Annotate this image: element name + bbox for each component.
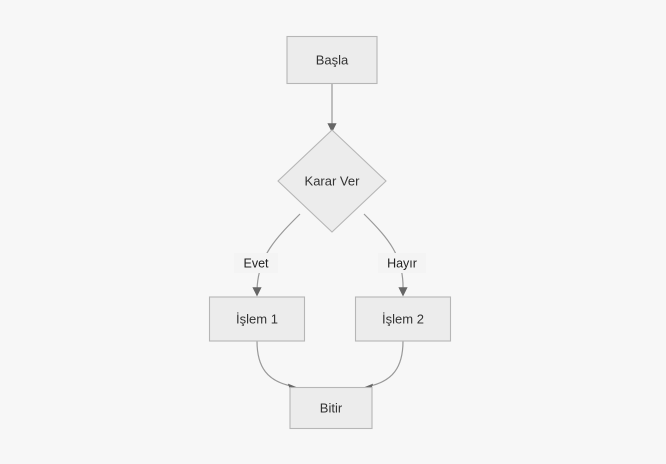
- node-shape-rectangle: [289, 386, 373, 430]
- edge-label-text: Evet: [243, 256, 269, 270]
- arrowhead-icon: [327, 123, 337, 133]
- node-label: İşlem 2: [382, 311, 424, 326]
- node-layer: Başla Karar Ver İşlem 1 İşlem 2 Bitir: [208, 35, 452, 430]
- edge-layer: [252, 83, 408, 393]
- node-start[interactable]: Başla: [286, 35, 378, 85]
- label-backdrop: [234, 253, 278, 273]
- node-shape-rectangle: [208, 296, 306, 342]
- node-label: Bitir: [320, 400, 343, 415]
- node-shape-rectangle: [354, 296, 452, 342]
- label-backdrop: [378, 253, 426, 273]
- node-end[interactable]: Bitir: [289, 386, 373, 430]
- node-label: Karar Ver: [305, 173, 361, 188]
- node-label: Başla: [316, 52, 349, 67]
- edge-start-to-decision[interactable]: [327, 83, 337, 133]
- node-process2[interactable]: İşlem 2: [354, 296, 452, 342]
- node-label: İşlem 1: [236, 311, 278, 326]
- edge-label-hayir: Hayır: [378, 253, 426, 273]
- edge-process1-to-end[interactable]: [256, 340, 298, 393]
- arrowhead-icon: [252, 287, 262, 297]
- edge-decision-to-process2[interactable]: [363, 213, 408, 297]
- node-shape-rectangle: [286, 35, 378, 85]
- edge-line: [363, 213, 404, 291]
- node-process1[interactable]: İşlem 1: [208, 296, 306, 342]
- edge-decision-to-process1[interactable]: [252, 213, 301, 297]
- node-decision[interactable]: Karar Ver: [277, 129, 387, 233]
- edge-process2-to-end[interactable]: [363, 340, 404, 393]
- arrowhead-icon: [398, 287, 408, 297]
- edge-label-evet: Evet: [234, 253, 278, 273]
- edge-line: [256, 340, 292, 387]
- edge-line: [256, 213, 301, 291]
- edge-label-text: Hayır: [387, 256, 417, 270]
- edge-line: [369, 340, 404, 387]
- edge-label-layer: Evet Hayır: [234, 253, 426, 273]
- node-shape-diamond: [277, 129, 387, 233]
